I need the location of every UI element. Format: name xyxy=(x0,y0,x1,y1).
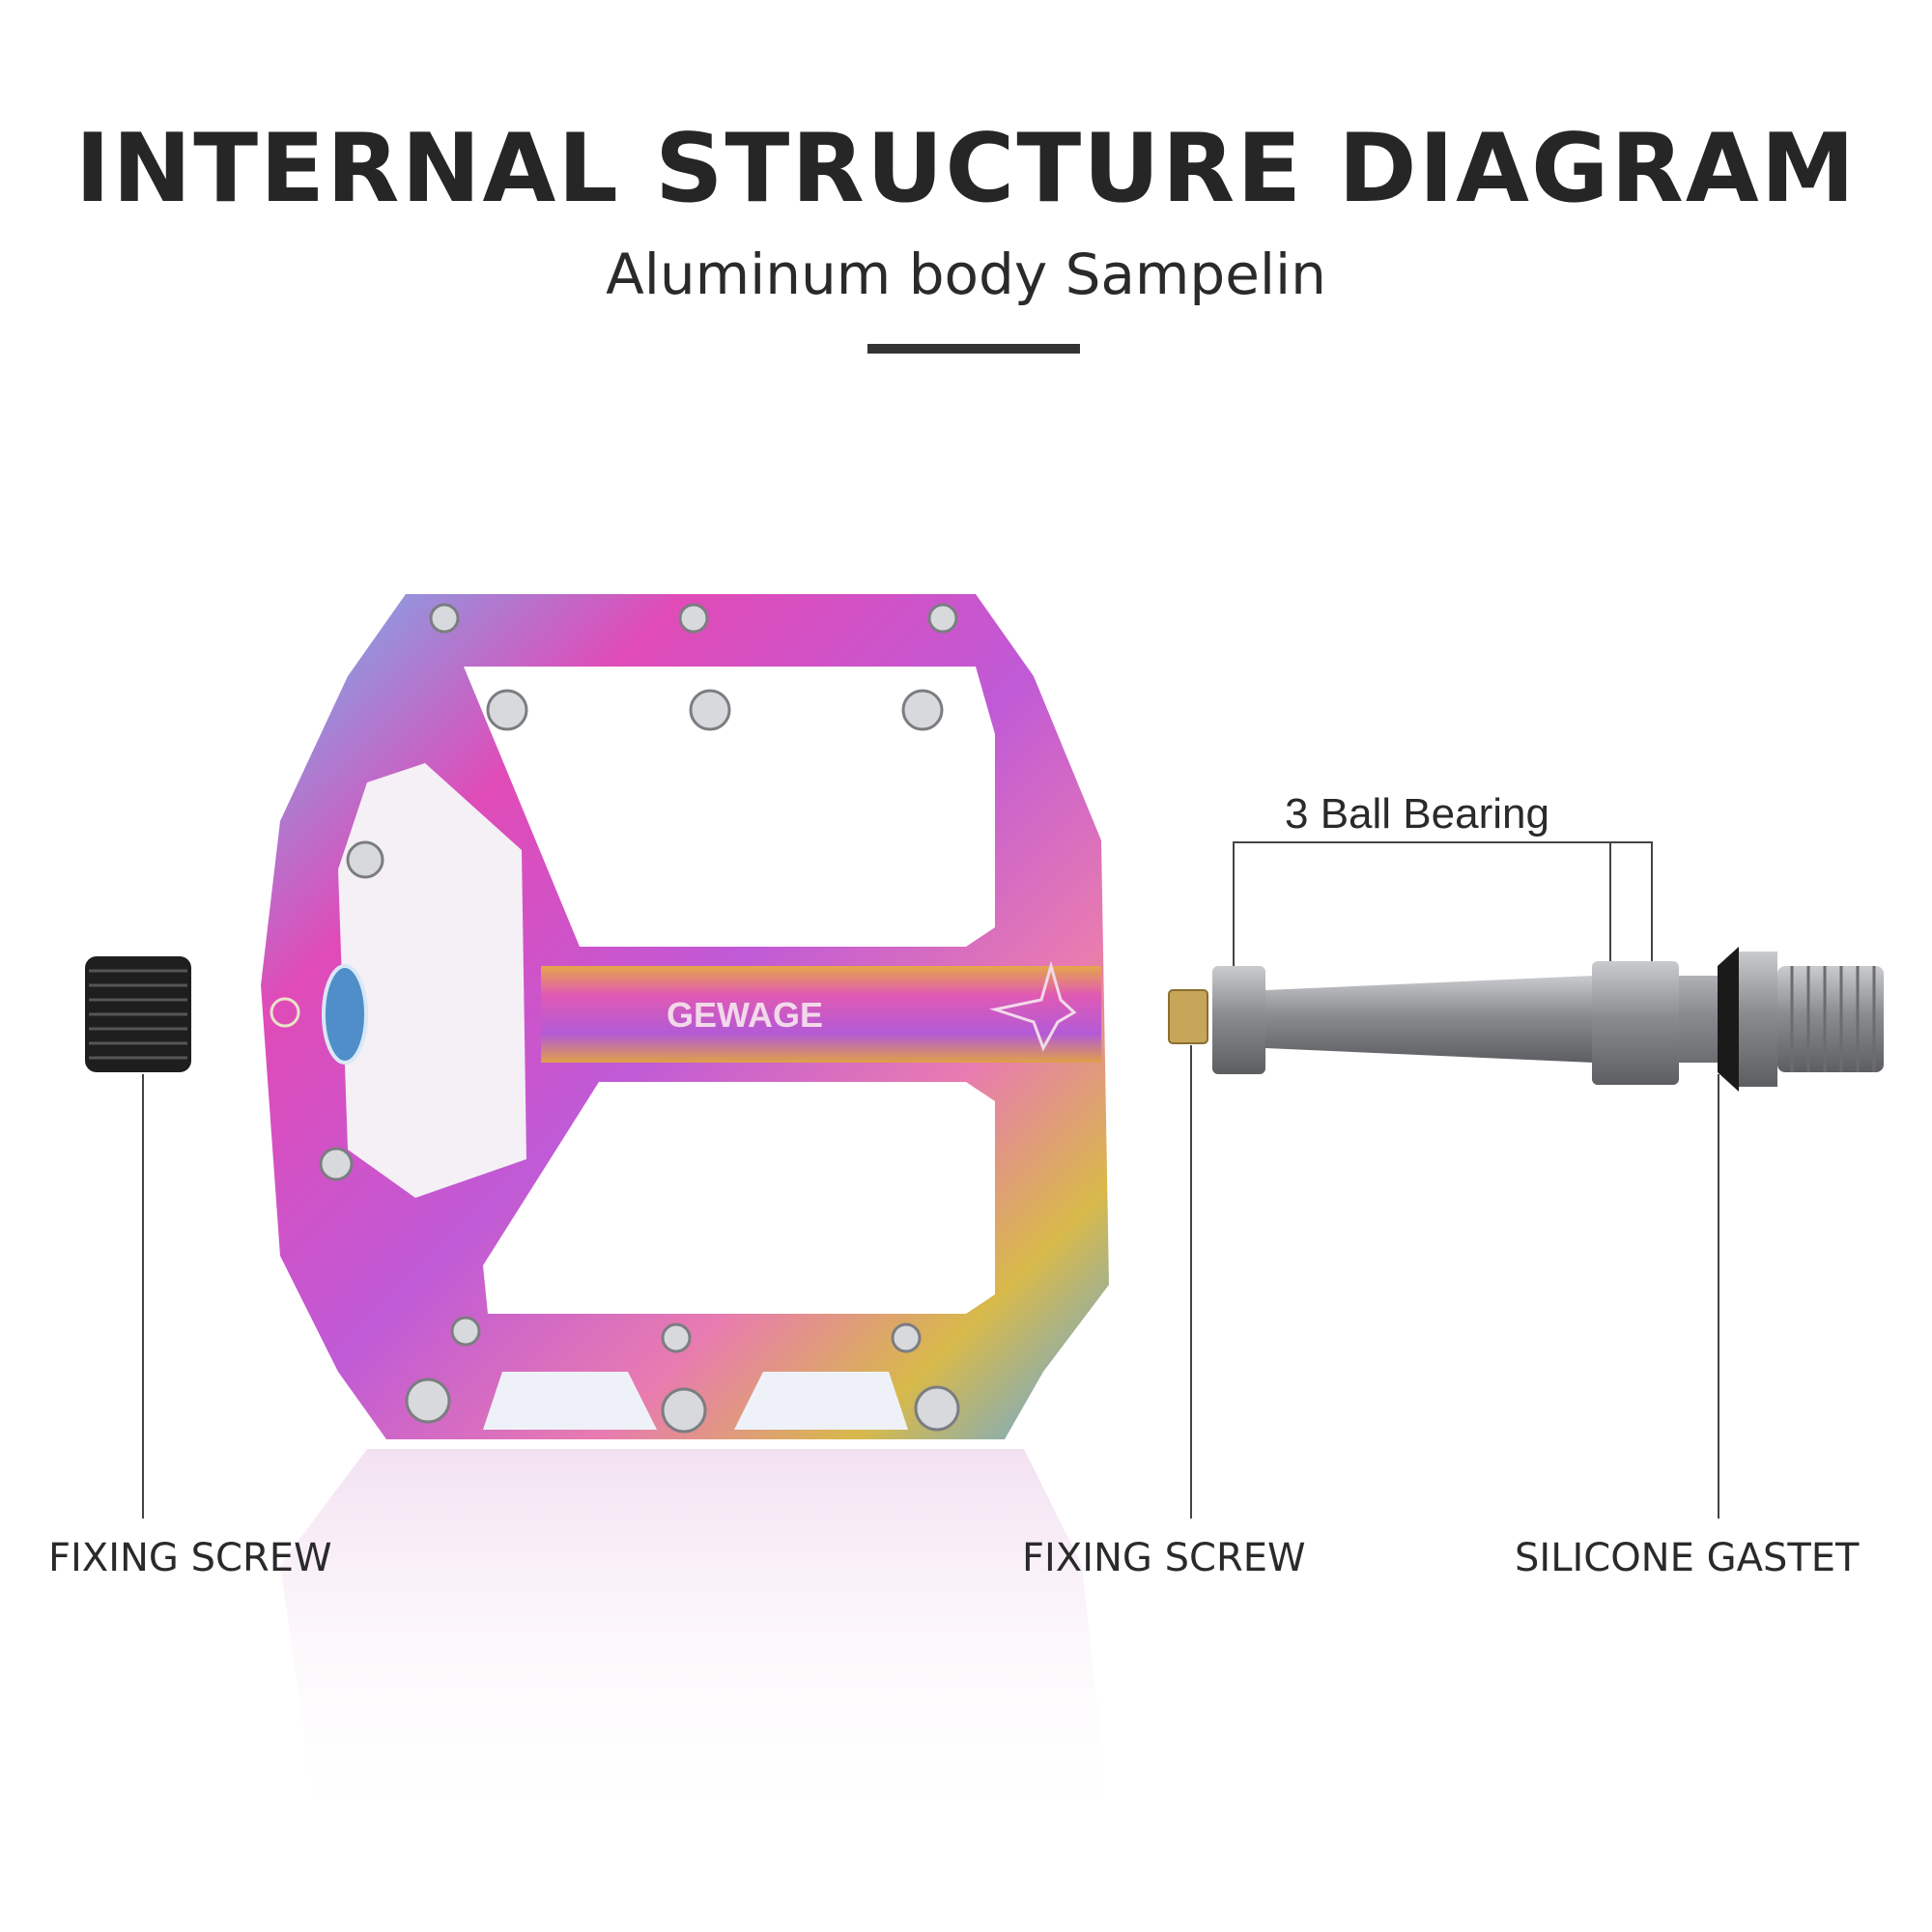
pedal-body xyxy=(261,594,1109,1439)
axle-hole xyxy=(322,964,368,1065)
label-fixing-screw-mid: FIXING SCREW xyxy=(1022,1536,1306,1580)
bearing-label: 3 Ball Bearing xyxy=(1285,790,1549,838)
spindle xyxy=(1168,947,1884,1092)
label-silicone-gasket: SILICONE GASTET xyxy=(1515,1536,1860,1580)
label-fixing-screw-left: FIXING SCREW xyxy=(48,1536,332,1580)
pedal-reflection xyxy=(280,1449,1111,1835)
page-title: INTERNAL STRUCTURE DIAGRAM xyxy=(74,114,1858,224)
pedal-pins xyxy=(319,603,960,1434)
right-leader-line xyxy=(1718,1074,1719,1519)
left-leader-line xyxy=(142,1074,144,1519)
bearing-bracket xyxy=(1233,841,1653,966)
mid-leader-line xyxy=(1190,1045,1192,1519)
brand-emblem-icon xyxy=(989,960,1077,1052)
end-cap xyxy=(85,956,191,1072)
title-divider xyxy=(867,344,1080,354)
page-subtitle: Aluminum body Sampelin xyxy=(606,242,1326,307)
brand-logo: GEWAGE xyxy=(667,995,823,1035)
